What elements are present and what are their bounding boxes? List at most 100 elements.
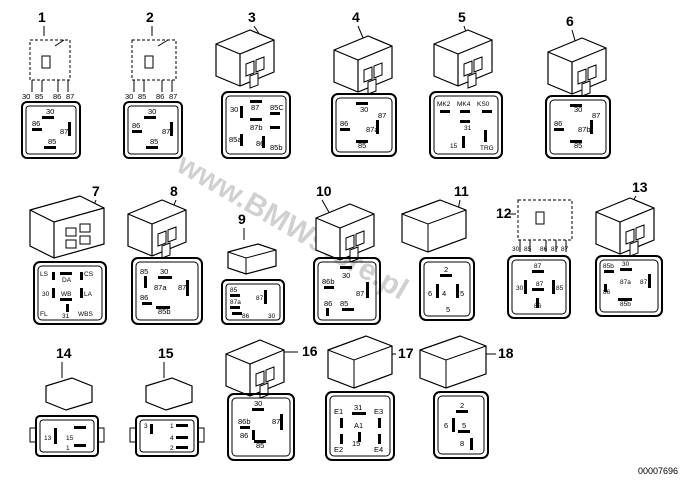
relay-number: 18 xyxy=(498,345,514,361)
relay-number: 10 xyxy=(316,183,332,199)
svg-text:CS: CS xyxy=(84,271,94,278)
svg-text:30: 30 xyxy=(160,267,168,276)
svg-text:15: 15 xyxy=(450,143,458,150)
relay-number: 7 xyxy=(92,183,100,199)
svg-text:85: 85 xyxy=(230,287,238,294)
svg-text:87: 87 xyxy=(561,246,569,253)
svg-text:31: 31 xyxy=(62,313,70,320)
svg-text:85: 85 xyxy=(138,92,146,101)
svg-text:87: 87 xyxy=(536,281,544,288)
svg-text:87: 87 xyxy=(551,246,559,253)
svg-text:86: 86 xyxy=(540,246,548,253)
relay-1: 1 30 85 86 87 30 86 87 85 xyxy=(21,9,81,159)
svg-text:86: 86 xyxy=(53,92,61,101)
svg-text:86: 86 xyxy=(240,431,248,440)
relay-7: 7 LS DA CS 30 WB LA FL 31 WBS xyxy=(29,183,107,325)
diagram-code: 00007696 xyxy=(637,466,678,476)
relay-number: 17 xyxy=(398,345,414,361)
relay-number: 15 xyxy=(158,345,174,361)
relay-8: 8 85 30 87a 86 87 85b xyxy=(127,183,203,325)
relay-number: 1 xyxy=(38,9,46,25)
svg-text:30: 30 xyxy=(42,291,50,298)
svg-text:30: 30 xyxy=(512,246,520,253)
svg-text:86: 86 xyxy=(603,289,611,296)
svg-text:30: 30 xyxy=(342,271,350,280)
svg-text:LS: LS xyxy=(40,271,49,278)
relay-number: 11 xyxy=(454,183,469,199)
svg-text:86b: 86b xyxy=(238,417,251,426)
svg-text:86: 86 xyxy=(340,119,348,128)
svg-text:6: 6 xyxy=(444,421,448,430)
svg-text:85b: 85b xyxy=(603,263,614,270)
svg-text:85: 85 xyxy=(35,92,43,101)
svg-text:2: 2 xyxy=(444,265,448,274)
svg-text:6: 6 xyxy=(428,289,432,298)
relay-15: 15 3 1 4 2 xyxy=(129,345,205,457)
svg-text:87: 87 xyxy=(592,111,600,120)
svg-text:30: 30 xyxy=(125,92,133,101)
svg-text:A1: A1 xyxy=(354,421,363,430)
svg-text:87: 87 xyxy=(162,127,170,136)
relay-12: 12 30 85 86 87 87 87 30 87 85 86 xyxy=(496,199,573,319)
svg-text:30: 30 xyxy=(148,107,156,116)
svg-text:15: 15 xyxy=(352,439,360,448)
svg-text:5: 5 xyxy=(462,421,466,430)
relay-number: 4 xyxy=(352,9,360,25)
svg-text:85: 85 xyxy=(358,141,366,150)
svg-text:87a: 87a xyxy=(620,279,631,286)
svg-text:5: 5 xyxy=(446,305,450,314)
svg-text:85: 85 xyxy=(150,137,158,146)
watermark-text: www.BMWstore.pl xyxy=(171,147,414,306)
svg-text:85C: 85C xyxy=(270,103,284,112)
svg-text:30: 30 xyxy=(254,399,262,408)
relay-11: 11 2 6 4 5 5 xyxy=(401,183,475,321)
svg-text:87: 87 xyxy=(378,111,386,120)
relay-16: 16 30 86b 87 86 85 xyxy=(225,339,318,461)
svg-text:WB: WB xyxy=(61,291,71,298)
svg-text:87a: 87a xyxy=(230,299,241,306)
svg-text:85b: 85b xyxy=(620,301,631,308)
svg-text:85b: 85b xyxy=(158,307,171,316)
svg-text:86: 86 xyxy=(132,121,140,130)
svg-text:1: 1 xyxy=(170,423,174,430)
relay-number: 16 xyxy=(302,343,318,359)
svg-text:3: 3 xyxy=(144,423,148,430)
relay-10: 10 30 86b 87 86 85 xyxy=(313,183,381,325)
relay-9: 9 85 87a 87 86 30 xyxy=(221,211,285,325)
svg-text:87a: 87a xyxy=(154,283,167,292)
svg-text:31: 31 xyxy=(354,403,362,412)
relay-4: 4 30 86 87 87a 85 xyxy=(331,9,397,157)
relay-6: 6 30 86 87 87b 85 xyxy=(545,13,611,159)
svg-text:85a: 85a xyxy=(229,135,242,144)
svg-text:86: 86 xyxy=(554,119,562,128)
svg-text:87: 87 xyxy=(256,295,264,302)
svg-text:MK2: MK2 xyxy=(437,101,451,108)
relay-number: 13 xyxy=(632,179,648,195)
svg-text:87: 87 xyxy=(534,263,542,270)
svg-text:4: 4 xyxy=(170,435,174,442)
svg-text:86: 86 xyxy=(32,119,40,128)
svg-text:87a: 87a xyxy=(366,125,379,134)
svg-text:86: 86 xyxy=(324,299,332,308)
svg-text:MK4: MK4 xyxy=(457,101,471,108)
relay-number: 8 xyxy=(170,183,178,199)
svg-text:87: 87 xyxy=(66,92,74,101)
relay-3: 3 30 87 85C 87b 85a 86 85b xyxy=(215,9,291,159)
svg-text:87: 87 xyxy=(251,103,259,112)
svg-text:30: 30 xyxy=(268,313,276,320)
svg-text:87: 87 xyxy=(640,279,648,286)
svg-text:KS0: KS0 xyxy=(477,101,490,108)
svg-text:2: 2 xyxy=(460,401,464,410)
svg-text:4: 4 xyxy=(442,289,446,298)
relay-number: 9 xyxy=(238,211,246,227)
svg-text:30: 30 xyxy=(22,92,30,101)
svg-text:E3: E3 xyxy=(374,407,383,416)
svg-text:30: 30 xyxy=(516,285,524,292)
svg-text:87b: 87b xyxy=(578,125,591,134)
svg-text:87b: 87b xyxy=(250,123,263,132)
relay-number: 5 xyxy=(458,9,466,25)
svg-text:30: 30 xyxy=(574,105,582,114)
svg-text:87: 87 xyxy=(178,283,186,292)
svg-text:85: 85 xyxy=(140,267,148,276)
relay-18: 18 2 6 5 8 xyxy=(419,335,514,459)
